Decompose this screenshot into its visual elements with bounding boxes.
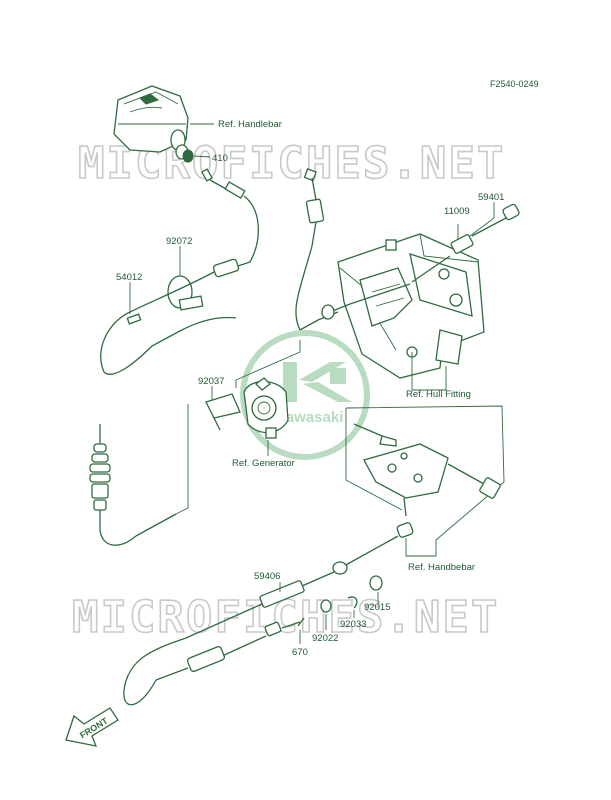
leader-line (193, 155, 211, 158)
washers (297, 575, 383, 627)
callout-92022: 92022 (312, 633, 338, 644)
box-outline (345, 405, 505, 541)
choke-cable (295, 168, 339, 331)
throttle-cable-lower (89, 424, 177, 546)
callout-92033: 92033 (340, 619, 366, 630)
callout-59406: 59406 (254, 571, 280, 582)
callout-92072: 92072 (166, 236, 192, 247)
callout-ref-handlebar: Ref. Handlebar (218, 119, 282, 130)
hull-fitting (337, 233, 485, 379)
callout-92037: 92037 (198, 376, 224, 387)
leader-line (235, 340, 301, 388)
leader-line (469, 202, 495, 237)
throttle-cable (100, 168, 260, 375)
generator (243, 377, 289, 439)
callout-410: 410 (212, 153, 228, 164)
handlebar-lower (353, 423, 501, 517)
front-direction-marker: FRONT (65, 707, 119, 747)
steering-cable-upper (321, 203, 520, 320)
callout-670: 670 (292, 647, 308, 658)
bracket-92037 (205, 393, 241, 431)
leader-line (175, 404, 189, 515)
figure-code: F2540-0249 (490, 79, 539, 89)
callout-54012: 54012 (116, 272, 142, 283)
box-outline (345, 408, 403, 511)
leader-line (405, 538, 437, 557)
callout-59401: 59401 (478, 192, 504, 203)
callout-ref-generator: Ref. Generator (232, 458, 295, 469)
logo-text: Kawasaki (275, 409, 343, 426)
callout-ref-hull-fitting: Ref. Hull Fitting (406, 389, 471, 400)
grommet-410 (175, 144, 194, 163)
steering-cable-lower (123, 522, 414, 706)
callout-11009: 11009 (444, 206, 470, 217)
callout-ref-handbebar: Ref. Handbebar (408, 562, 475, 573)
kawasaki-logo-watermark: Kawasaki (240, 330, 370, 460)
throttle-housing (113, 85, 189, 153)
callout-92015: 92015 (364, 602, 390, 613)
leader-line (411, 352, 447, 391)
